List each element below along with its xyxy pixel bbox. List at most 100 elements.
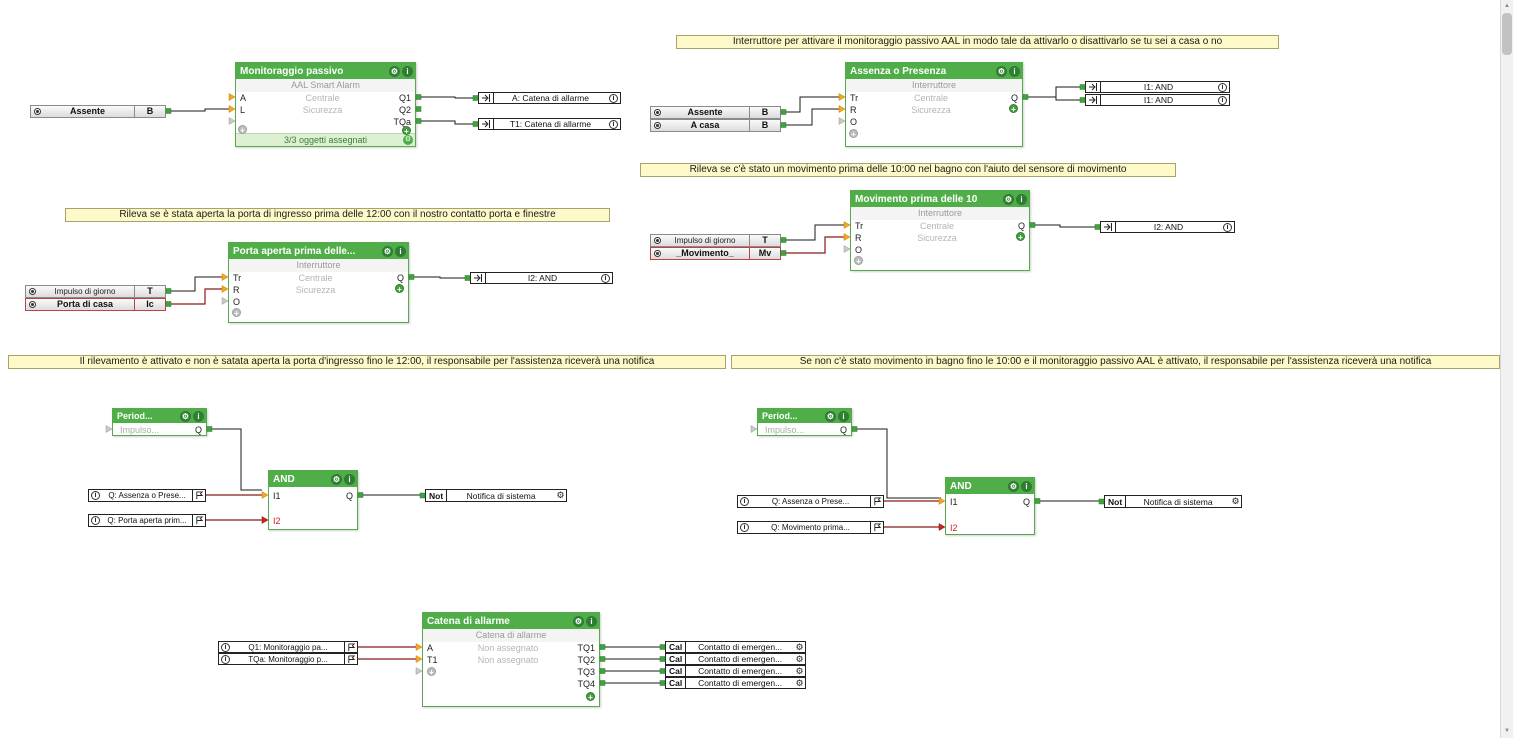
info-icon[interactable]: i <box>193 410 204 422</box>
gear-icon[interactable]: ⚙ <box>382 245 393 257</box>
block-header[interactable]: AND ⚙ i <box>269 471 357 487</box>
info-icon[interactable]: i <box>221 642 230 652</box>
block-header[interactable]: Period... ⚙ i <box>113 409 206 423</box>
info-icon[interactable]: i <box>221 654 230 664</box>
block-movimento-prima-delle-10[interactable]: Movimento prima delle 10 ⚙ i Interruttor… <box>850 190 1030 271</box>
comment-note-wide-right[interactable]: Se non c'è stato movimento in bagno fino… <box>731 355 1500 369</box>
ref-input-porta-q[interactable]: i Q: Porta aperta prim... <box>88 514 206 527</box>
info-icon[interactable]: i <box>344 473 355 485</box>
input-connector-assente[interactable]: Assente B <box>650 106 781 119</box>
info-icon[interactable]: i <box>91 516 100 525</box>
info-icon[interactable]: i <box>740 523 749 532</box>
add-input-icon[interactable]: + <box>238 125 247 135</box>
comment-note-movimento[interactable]: Rileva se c'è stato un movimento prima d… <box>640 163 1176 177</box>
info-icon[interactable]: i <box>1218 82 1227 92</box>
ref-input-monitoraggio-tqa[interactable]: i TQa: Monitoraggio p... <box>218 653 358 665</box>
gear-icon[interactable]: ⚙ <box>389 65 400 77</box>
input-connector-impulso-di-giorno[interactable]: Impulso di giorno T <box>650 234 781 247</box>
block-and-right[interactable]: AND ⚙ i I1 Q I2 <box>945 477 1035 535</box>
actuator-contatto-emergenza[interactable]: Cal Contatto di emergen... ⚙ <box>665 677 806 689</box>
gear-icon[interactable]: ⚙ <box>331 473 342 485</box>
ref-input-monitoraggio-q1[interactable]: i Q1: Monitoraggio pa... <box>218 641 358 653</box>
block-header[interactable]: Period... ⚙ i <box>758 409 851 423</box>
info-icon[interactable]: i <box>586 615 597 627</box>
actuator-notifica-di-sistema[interactable]: Not Notifica di sistema ⚙ <box>425 489 567 502</box>
block-period-left[interactable]: Period... ⚙ i Impulso... Q <box>112 408 207 436</box>
actuator-contatto-emergenza[interactable]: Cal Contatto di emergen... ⚙ <box>665 641 806 653</box>
ref-input-movimento-q[interactable]: i Q: Movimento prima... <box>737 521 884 534</box>
comment-note-porta[interactable]: Rileva se è stata aperta la porta di ing… <box>65 208 610 222</box>
ref-output-catena-t1[interactable]: T1: Catena di allarme i <box>478 118 621 130</box>
input-connector-assente[interactable]: Assente B <box>30 105 166 118</box>
add-output-icon[interactable]: + <box>586 692 595 702</box>
info-icon[interactable]: i <box>1218 95 1227 105</box>
info-icon[interactable]: i <box>1009 65 1020 77</box>
info-icon[interactable]: i <box>402 65 413 77</box>
gear-icon[interactable]: ⚙ <box>795 677 804 688</box>
gear-icon[interactable]: ⚙ <box>795 641 804 652</box>
add-input-icon[interactable]: + <box>849 129 858 139</box>
ref-output-i2-and[interactable]: I2: AND i <box>1100 221 1235 233</box>
actuator-contatto-emergenza[interactable]: Cal Contatto di emergen... ⚙ <box>665 653 806 665</box>
info-icon[interactable]: i <box>609 93 618 103</box>
info-icon[interactable]: i <box>838 410 849 422</box>
block-header[interactable]: Monitoraggio passivo ⚙ i <box>236 63 415 79</box>
add-input-icon[interactable]: + <box>232 308 241 318</box>
add-output-icon[interactable]: + <box>1009 104 1018 114</box>
block-and-left[interactable]: AND ⚙ i I1 Q I2 <box>268 470 358 530</box>
scroll-down-icon[interactable]: ▼ <box>1504 728 1510 734</box>
info-icon[interactable]: i <box>91 491 100 500</box>
add-output-icon[interactable]: + <box>402 126 411 136</box>
actuator-notifica-di-sistema[interactable]: Not Notifica di sistema ⚙ <box>1104 495 1242 508</box>
actuator-contatto-emergenza[interactable]: Cal Contatto di emergen... ⚙ <box>665 665 806 677</box>
gear-icon[interactable]: ⚙ <box>795 665 804 676</box>
info-icon[interactable]: i <box>395 245 406 257</box>
block-period-right[interactable]: Period... ⚙ i Impulso... Q <box>757 408 852 436</box>
vertical-scrollbar[interactable]: ▲ ▼ <box>1500 0 1513 738</box>
ref-output-i2-and[interactable]: I2: AND i <box>470 272 613 284</box>
gear-icon[interactable]: ⚙ <box>825 410 836 422</box>
gear-icon[interactable]: ⚙ <box>573 615 584 627</box>
block-header[interactable]: Assenza o Presenza ⚙ i <box>846 63 1022 79</box>
gear-icon[interactable]: ⚙ <box>403 135 413 145</box>
add-output-icon[interactable]: + <box>1016 232 1025 242</box>
add-input-icon[interactable]: + <box>427 667 436 677</box>
block-porta-aperta[interactable]: Porta aperta prima delle... ⚙ i Interrut… <box>228 242 409 323</box>
comment-note-wide-left[interactable]: Il rilevamento è attivato e non è satata… <box>8 355 726 369</box>
add-input-icon[interactable]: + <box>854 256 863 266</box>
info-icon[interactable]: i <box>1016 193 1027 205</box>
block-header[interactable]: Catena di allarme ⚙ i <box>423 613 599 629</box>
ref-output-i1-and[interactable]: I1: AND i <box>1085 94 1230 106</box>
info-icon[interactable]: i <box>1021 480 1032 492</box>
block-catena-di-allarme[interactable]: Catena di allarme ⚙ i Catena di allarme … <box>422 612 600 707</box>
input-connector-impulso-di-giorno[interactable]: Impulso di giorno T <box>25 285 166 298</box>
info-icon[interactable]: i <box>601 273 610 283</box>
input-connector-movimento[interactable]: _Movimento_ Mv <box>650 247 781 260</box>
info-icon[interactable]: i <box>740 497 749 506</box>
block-header[interactable]: AND ⚙ i <box>946 478 1034 494</box>
block-assenza-o-presenza[interactable]: Assenza o Presenza ⚙ i Interruttore Tr C… <box>845 62 1023 147</box>
gear-icon[interactable]: ⚙ <box>1003 193 1014 205</box>
scroll-up-icon[interactable]: ▲ <box>1504 3 1510 9</box>
gear-icon[interactable]: ⚙ <box>1231 496 1240 506</box>
comment-note-interruttore[interactable]: Interruttore per attivare il monitoraggi… <box>676 35 1279 49</box>
input-connector-porta-di-casa[interactable]: Porta di casa Ic <box>25 298 166 311</box>
gear-icon[interactable]: ⚙ <box>556 490 565 500</box>
info-icon[interactable]: i <box>1223 222 1232 232</box>
ref-output-catena-a[interactable]: A: Catena di allarme i <box>478 92 621 104</box>
block-header[interactable]: Movimento prima delle 10 ⚙ i <box>851 191 1029 207</box>
info-icon[interactable]: i <box>609 119 618 129</box>
block-monitoraggio-passivo[interactable]: Monitoraggio passivo ⚙ i AAL Smart Alarm… <box>235 62 416 147</box>
input-connector-a-casa[interactable]: A casa B <box>650 119 781 132</box>
gear-icon[interactable]: ⚙ <box>996 65 1007 77</box>
gear-icon[interactable]: ⚙ <box>795 653 804 664</box>
block-header[interactable]: Porta aperta prima delle... ⚙ i <box>229 243 408 259</box>
ref-input-assenza-q[interactable]: i Q: Assenza o Prese... <box>88 489 206 502</box>
gear-icon[interactable]: ⚙ <box>180 410 191 422</box>
ref-output-i1-and[interactable]: I1: AND i <box>1085 81 1230 93</box>
scrollbar-thumb[interactable] <box>1502 13 1512 55</box>
ref-input-assenza-q[interactable]: i Q: Assenza o Prese... <box>737 495 884 508</box>
add-output-icon[interactable]: + <box>395 284 404 294</box>
gear-icon[interactable]: ⚙ <box>1008 480 1019 492</box>
